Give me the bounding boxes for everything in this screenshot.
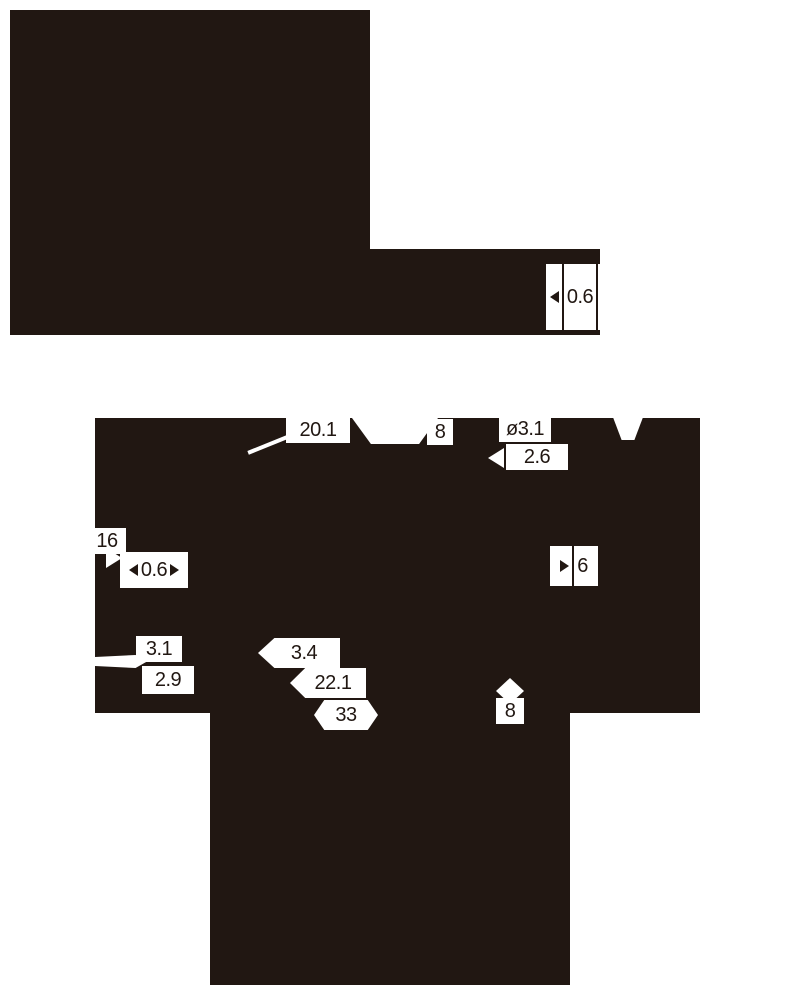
front-view-stem — [210, 713, 570, 985]
dim-text-3-1: 3.1 — [145, 638, 173, 660]
dim-arrowhead-16-icon — [106, 548, 122, 568]
dim-label-dia-3-1: ø3.1 — [499, 416, 551, 442]
dim-label-3-1: 3.1 — [136, 636, 182, 662]
dim-arrowhead-left-icon — [549, 291, 559, 303]
dim-text-33: 33 — [335, 704, 357, 726]
dim-label-22-1: 22.1 — [290, 668, 366, 698]
dim-text-0-6-left: 0.6 — [140, 559, 168, 581]
dim-arrowhead-right-icon — [170, 564, 180, 576]
dim-label-2-9: 2.9 — [142, 666, 194, 694]
dim-callout-0-6-left: 0.6 — [120, 552, 188, 588]
dim-text-16-left: 16 — [96, 530, 118, 552]
dim-label-8-top: 8 — [427, 419, 453, 445]
dim-label-3-4: 3.4 — [258, 638, 340, 668]
dim-arrowhead-left-icon — [128, 564, 138, 576]
dim-arrowhead-right-icon — [560, 560, 570, 572]
dim-label-2-6: 2.6 — [506, 444, 568, 470]
dim-arrowhead-2-6-icon — [488, 448, 504, 468]
dim-callout-0-6-top: 0.6 — [546, 264, 602, 330]
extension-line — [572, 546, 575, 586]
extension-line — [596, 264, 599, 330]
dim-callout-6-right: 6 — [550, 546, 598, 586]
dim-text-2-9: 2.9 — [154, 669, 182, 691]
top-right-notch-cutout — [613, 418, 643, 440]
dim-text-8-top: 8 — [434, 421, 446, 443]
leader-arrow-cutout — [95, 655, 147, 668]
dim-label-8-bottom: 8 — [496, 698, 524, 724]
dim-text-dia-3-1: ø3.1 — [505, 418, 545, 440]
dim-label-20-1: 20.1 — [286, 417, 350, 443]
dim-text-0-6-top: 0.6 — [566, 286, 594, 308]
dim-text-8-bottom: 8 — [504, 700, 516, 722]
dim-text-20-1: 20.1 — [299, 419, 337, 441]
extension-line — [561, 264, 564, 330]
top-view-body — [10, 10, 370, 335]
dim-text-2-6: 2.6 — [523, 446, 551, 468]
front-view-body — [95, 418, 700, 713]
dim-label-33: 33 — [314, 700, 378, 730]
dim-text-22-1: 22.1 — [314, 672, 352, 694]
dim-text-6-right: 6 — [577, 555, 588, 577]
dim-text-3-4: 3.4 — [290, 642, 318, 664]
